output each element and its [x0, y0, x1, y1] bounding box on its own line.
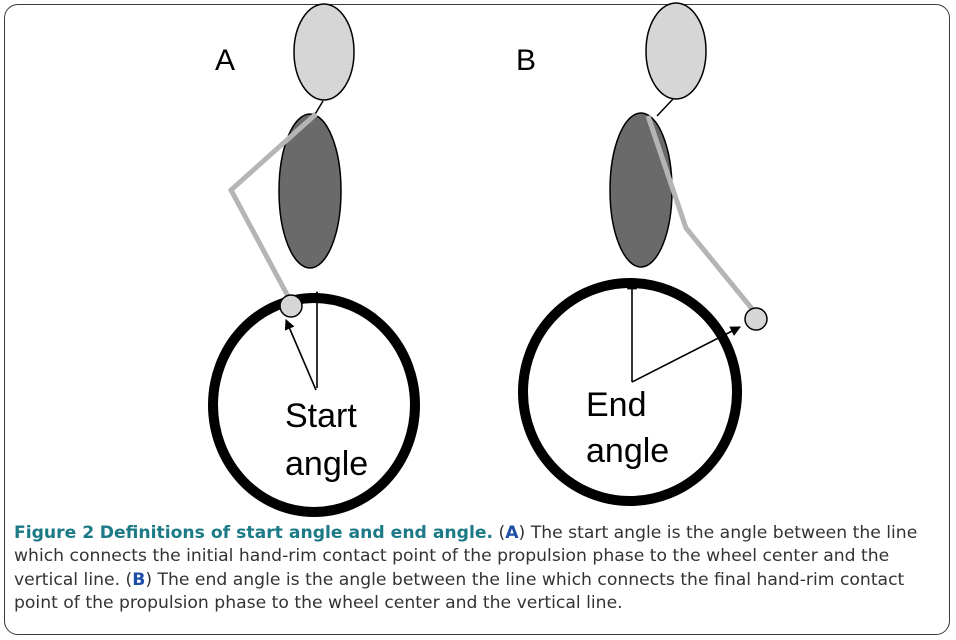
panel-a-torso [278, 113, 342, 269]
panel-a: A Start angle [208, 3, 420, 517]
panel-b-label-line2: angle [586, 432, 669, 470]
figure-caption: Figure 2 Definitions of start angle and … [14, 523, 918, 614]
panel-a-head [293, 3, 355, 101]
caption-panel-b-text: The end angle is the angle between the l… [14, 569, 905, 614]
panel-b-hand-contact [744, 307, 768, 331]
panel-b-contact-arrow [631, 326, 741, 383]
caption-panel-a-ref: A [505, 523, 519, 543]
panel-b-arm [645, 115, 755, 312]
panel-a-contact-arrow [284, 319, 317, 391]
panel-b-neck [656, 98, 674, 117]
panel-b-label-line1: End [586, 386, 647, 424]
figure-illustration: A Start angle B [208, 2, 768, 517]
caption-title: Definitions of start angle and end angle… [99, 523, 494, 543]
panel-a-arm [227, 112, 318, 302]
caption-figure-label: Figure 2 [14, 523, 95, 543]
panel-b: B End angle [516, 2, 768, 506]
panel-b-letter: B [516, 44, 536, 77]
panel-b-torso [609, 112, 673, 268]
caption-panel-b-ref: B [132, 569, 146, 590]
panel-a-hand-contact [279, 294, 303, 318]
panel-a-label-line2: angle [285, 445, 368, 483]
panel-b-head [645, 2, 707, 100]
panel-a-label-line1: Start [285, 397, 357, 435]
figure-frame [4, 4, 950, 635]
panel-a-letter: A [215, 44, 235, 77]
caption-panel-a-text: The start angle is the angle between the… [14, 523, 918, 590]
